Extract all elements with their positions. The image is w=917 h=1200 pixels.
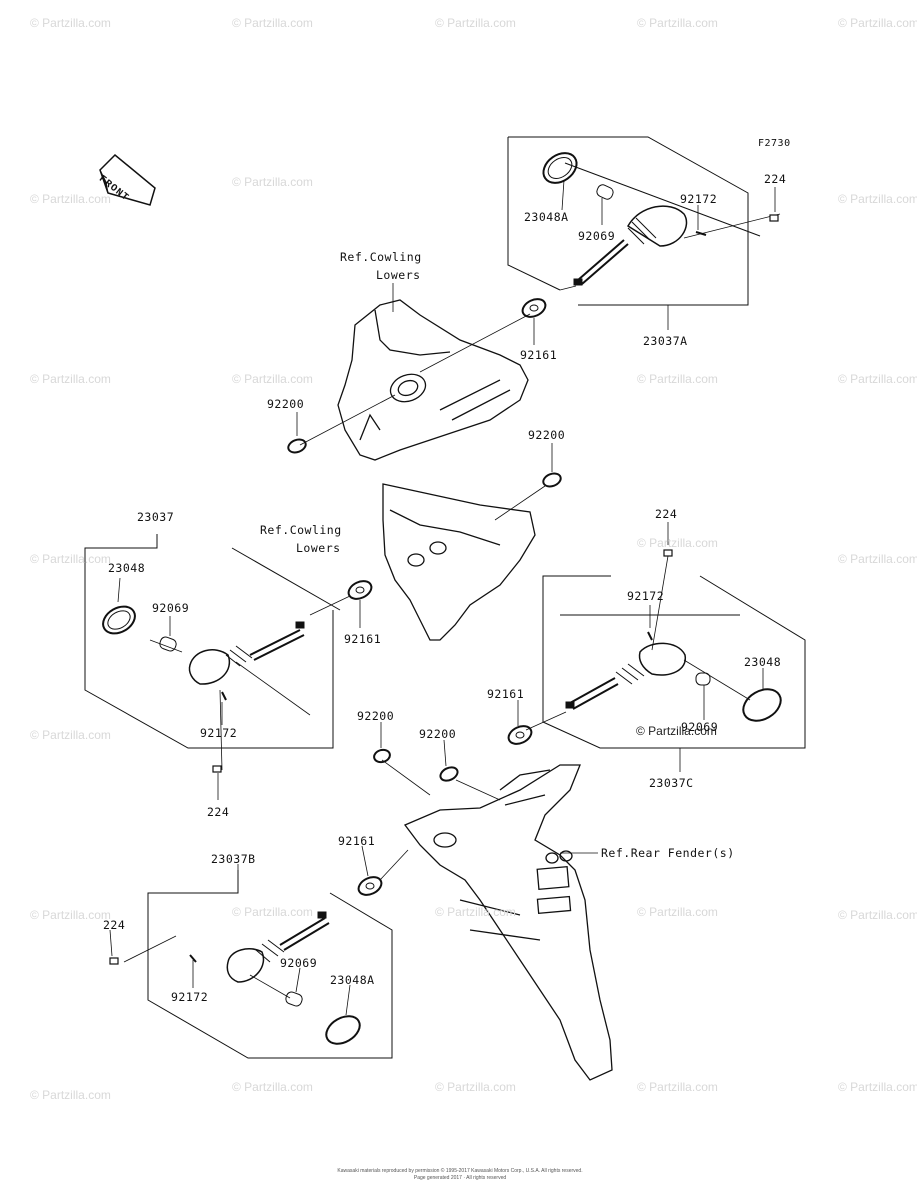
callout-92172: 92172 <box>171 990 209 1004</box>
callout-92161: 92161 <box>520 348 558 362</box>
diagram-code: F2730 <box>758 138 791 149</box>
copyright-line: Kawasaki materials reproduced by permiss… <box>337 1168 583 1174</box>
watermark: © Partzilla.com <box>637 16 718 30</box>
watermark: © Partzilla.com <box>30 1088 111 1102</box>
watermark: © Partzilla.com <box>232 372 313 386</box>
callout-92069: 92069 <box>152 601 190 615</box>
watermark: © Partzilla.com <box>838 1080 917 1094</box>
callout-92200: 92200 <box>419 727 457 741</box>
watermark: © Partzilla.com <box>838 552 917 566</box>
callout-92172: 92172 <box>200 726 238 740</box>
turn-signal-rear-right <box>507 549 806 749</box>
callout-224: 224 <box>103 918 126 932</box>
callout-23037a: 23037A <box>643 334 688 348</box>
watermark: © Partzilla.com <box>838 192 917 206</box>
watermark: © Partzilla.com <box>232 905 313 919</box>
watermark: © Partzilla.com <box>838 908 917 922</box>
callout-92200: 92200 <box>528 428 566 442</box>
turn-signal-front-left <box>84 534 373 773</box>
callout-92161: 92161 <box>344 632 382 646</box>
callout-23048: 23048 <box>108 561 146 575</box>
watermark: © Partzilla.com <box>30 372 111 386</box>
ref-cowling-label: Ref.Cowling <box>340 250 422 264</box>
watermark: © Partzilla.com <box>637 1080 718 1094</box>
watermark: © Partzilla.com <box>30 192 111 206</box>
watermark: © Partzilla.com <box>232 16 313 30</box>
callout-23048a: 23048A <box>330 973 375 987</box>
watermark: © Partzilla.com <box>637 536 718 550</box>
callout-92161: 92161 <box>487 687 525 701</box>
watermark: © Partzilla.com <box>637 372 718 386</box>
turn-signal-rear-left <box>109 849 409 1059</box>
watermark: © Partzilla.com <box>232 1080 313 1094</box>
callout-23048: 23048 <box>744 655 782 669</box>
cowling-lower-upper <box>287 299 529 461</box>
watermark: © Partzilla.com <box>838 372 917 386</box>
callout-23048a: 23048A <box>524 210 569 224</box>
callout-92172: 92172 <box>680 192 718 206</box>
watermark: © Partzilla.com <box>637 905 718 919</box>
front-arrow-icon <box>99 153 156 206</box>
callout-92069: 92069 <box>280 956 318 970</box>
turn-signal-front-right <box>419 136 781 373</box>
watermark: © Partzilla.com <box>435 1080 516 1094</box>
callout-92069: 92069 <box>578 229 616 243</box>
callout-leaders <box>109 179 776 1016</box>
callout-92200: 92200 <box>357 709 395 723</box>
ref-rear-fender-label: Ref.Rear Fender(s) <box>601 846 735 860</box>
callout-23037b: 23037B <box>211 852 256 866</box>
watermark: © Partzilla.com <box>30 728 111 742</box>
watermark: © Partzilla.com <box>435 16 516 30</box>
ref-cowling-label: Lowers <box>296 541 341 555</box>
copyright-line: Page generated 2017 · All rights reserve… <box>413 1175 507 1181</box>
cowling-lower-lower <box>382 472 562 641</box>
ref-cowling-label: Ref.Cowling <box>260 523 342 537</box>
callout-92161: 92161 <box>338 834 376 848</box>
rear-fender <box>373 748 613 1081</box>
callout-224: 224 <box>655 507 678 521</box>
callout-92069: 92069 <box>681 720 719 734</box>
callout-92172: 92172 <box>627 589 665 603</box>
callout-92200: 92200 <box>267 397 305 411</box>
watermark: © Partzilla.com <box>232 175 313 189</box>
callout-23037c: 23037C <box>649 776 694 790</box>
callout-224: 224 <box>207 805 230 819</box>
watermark: © Partzilla.com <box>435 905 516 919</box>
callout-224: 224 <box>764 172 787 186</box>
watermark-overlay: © Partzilla.com <box>636 724 717 738</box>
watermark: © Partzilla.com <box>30 552 111 566</box>
watermark: © Partzilla.com <box>30 908 111 922</box>
ref-cowling-label: Lowers <box>376 268 421 282</box>
watermark: © Partzilla.com <box>30 16 111 30</box>
watermark: © Partzilla.com <box>838 16 917 30</box>
callout-23037: 23037 <box>137 510 175 524</box>
